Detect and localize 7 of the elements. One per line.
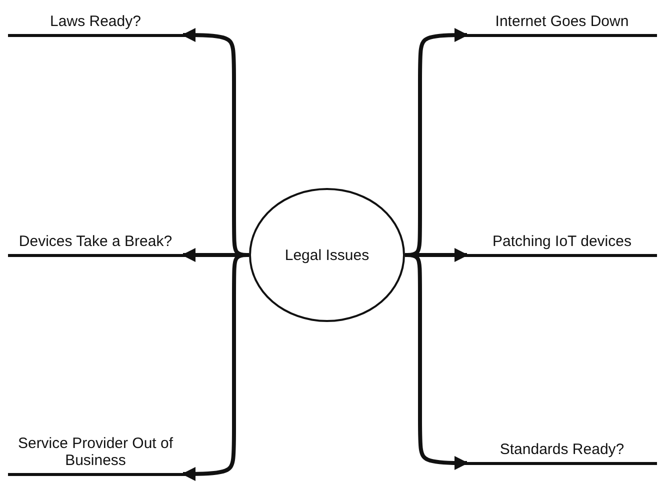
- node-text: Devices Take a Break?: [18, 233, 172, 250]
- node-text: Standards Ready?: [500, 441, 624, 458]
- node-text: Internet Goes Down: [495, 13, 629, 30]
- node-text: Patching IoT devices: [492, 233, 632, 250]
- node-text: Legal Issues: [284, 246, 370, 264]
- node-text: Service Provider Out of Business: [16, 435, 174, 469]
- node-text: Laws Ready?: [50, 13, 141, 30]
